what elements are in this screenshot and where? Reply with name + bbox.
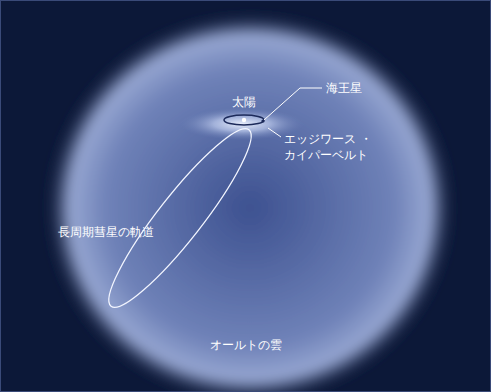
sun-label: 太陽 bbox=[232, 94, 256, 110]
sun bbox=[242, 118, 246, 122]
kuiper-belt-label: エッジワース ・カイパーベルト bbox=[284, 131, 384, 163]
neptune-label: 海王星 bbox=[326, 80, 362, 96]
oort-cloud-label: オールトの雲 bbox=[210, 337, 282, 353]
oort-cloud bbox=[45, 12, 455, 392]
comet-orbit bbox=[94, 116, 267, 320]
leader-line bbox=[268, 128, 281, 137]
comet-orbit-label: 長周期彗星の軌道 bbox=[58, 224, 154, 240]
leader-line bbox=[264, 88, 322, 120]
neptune-orbit bbox=[224, 115, 264, 125]
